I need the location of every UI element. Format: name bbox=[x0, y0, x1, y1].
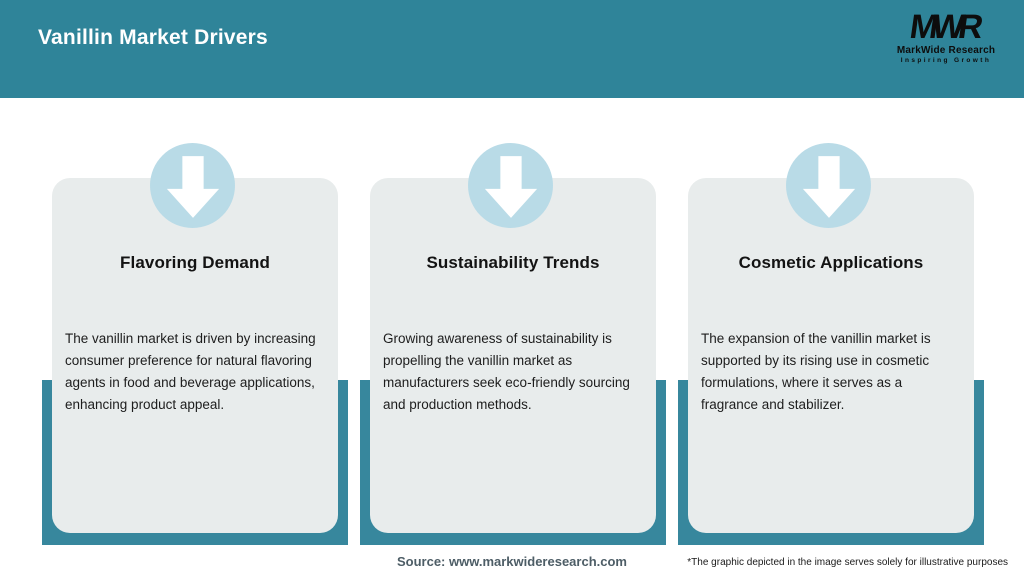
disclaimer-text: *The graphic depicted in the image serve… bbox=[687, 557, 1008, 568]
logo-name: MarkWide Research bbox=[896, 45, 996, 56]
icon-circle bbox=[786, 143, 871, 228]
down-arrow-icon bbox=[166, 155, 219, 218]
down-arrow-icon bbox=[484, 155, 537, 218]
header-bar: Vanillin Market Drivers MWR MarkWide Res… bbox=[0, 0, 1024, 98]
card-title: Cosmetic Applications bbox=[738, 253, 924, 272]
card-description: The vanillin market is driven by increas… bbox=[65, 331, 316, 412]
logo-monogram: MWR bbox=[906, 8, 980, 46]
card-title: Sustainability Trends bbox=[426, 253, 600, 272]
page-title: Vanillin Market Drivers bbox=[38, 26, 268, 49]
down-arrow-icon bbox=[802, 155, 855, 218]
icon-circle bbox=[150, 143, 235, 228]
card-cosmetic-applications: Cosmetic Applications The expansion of t… bbox=[688, 178, 974, 533]
logo-tagline: Inspiring Growth bbox=[900, 57, 992, 64]
card-title: Flavoring Demand bbox=[120, 253, 270, 272]
card-description: The expansion of the vanillin market is … bbox=[701, 331, 931, 412]
markwide-research-logo: MWR MarkWide Research Inspiring Growth bbox=[886, 8, 1006, 64]
source-text: Source: www.markwideresearch.com bbox=[396, 554, 627, 569]
card-flavoring-demand: Flavoring Demand The vanillin market is … bbox=[52, 178, 338, 533]
card-description: Growing awareness of sustainability is p… bbox=[383, 331, 630, 412]
icon-circle bbox=[468, 143, 553, 228]
card-sustainability-trends: Sustainability Trends Growing awareness … bbox=[370, 178, 656, 533]
